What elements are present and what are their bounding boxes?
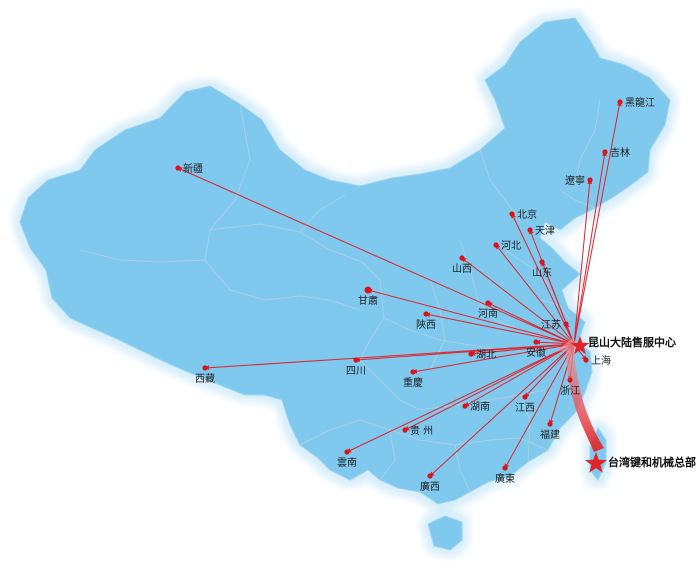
city-dot-xizang <box>202 365 208 371</box>
city-dot-jilin <box>602 149 608 155</box>
city-label-sichuan: 四川 <box>346 366 366 377</box>
hq-label: 台湾键和机械总部 <box>608 455 696 469</box>
route-chongqing <box>412 343 575 374</box>
city-label-guangxi: 廣西 <box>420 480 440 493</box>
city-dot-jiangxi <box>522 394 528 400</box>
route-guizhou <box>404 343 575 431</box>
city-dot-beijing <box>509 211 515 217</box>
city-label-zhejiang: 浙江 <box>560 385 580 397</box>
city-dot-henan <box>485 300 491 306</box>
city-label-jilin: 吉林 <box>610 146 630 159</box>
route-guangxi <box>429 343 575 477</box>
city-dot-chongqing <box>410 369 416 375</box>
route-yunnan <box>346 343 575 453</box>
city-dot-sichuan <box>353 357 359 363</box>
route-hebei <box>495 244 575 345</box>
route-xinjiang <box>177 167 575 345</box>
city-dot-yunnan <box>344 449 350 455</box>
city-label-shandong: 山东 <box>532 266 552 279</box>
city-label-chongqing: 重慶 <box>403 376 423 389</box>
city-label-hunan: 湖南 <box>470 400 490 413</box>
route-jiangxi <box>524 343 575 398</box>
city-dot-shanxi <box>459 255 465 261</box>
city-label-jiangsu: 江苏 <box>541 318 561 331</box>
hub-star-icon <box>570 336 590 355</box>
city-label-xizang: 西藏 <box>195 373 215 385</box>
city-dot-hunan <box>462 403 468 409</box>
city-label-gansu: 甘肅 <box>358 294 378 307</box>
route-shaanxi <box>425 312 575 345</box>
route-jilin <box>573 151 607 345</box>
city-label-shanghai: 上海 <box>591 354 611 367</box>
city-label-guizhou: 贵 州 <box>410 424 433 437</box>
route-heilongjiang <box>573 101 622 345</box>
route-hunan <box>464 343 575 407</box>
city-label-shaanxi: 陝西 <box>416 319 436 331</box>
city-label-yunnan: 雲南 <box>337 456 357 469</box>
city-dot-gansu <box>364 286 372 294</box>
city-dot-shanghai <box>583 357 589 363</box>
city-dot-heilongjiang <box>617 99 623 105</box>
route-gansu <box>367 288 575 345</box>
city-label-guangdong: 廣東 <box>495 472 515 485</box>
china-landmass <box>19 17 671 551</box>
city-dot-fujian <box>547 421 553 427</box>
city-dot-shaanxi <box>423 311 429 317</box>
route-beijing <box>511 213 575 345</box>
city-label-heilongjiang: 黑龍江 <box>625 96 655 109</box>
city-label-liaoning: 遼寧 <box>565 174 585 187</box>
city-label-fujian: 福建 <box>540 428 560 441</box>
city-dot-shandong <box>539 259 545 265</box>
city-label-hebei: 河北 <box>501 240 521 252</box>
route-arrows <box>177 101 622 477</box>
city-label-hubei: 湖北 <box>476 349 496 361</box>
route-henan <box>487 302 575 345</box>
city-dot-tianjin <box>527 227 533 233</box>
city-label-henan: 河南 <box>478 307 498 320</box>
city-dot-hubei <box>468 351 474 357</box>
city-label-anhui: 安徽 <box>526 346 546 359</box>
city-dot-guangdong <box>502 465 508 471</box>
route-liaoning <box>573 179 593 345</box>
city-label-tianjin: 天津 <box>535 225 555 237</box>
city-label-jiangxi: 江西 <box>515 402 535 414</box>
city-dot-guizhou <box>402 427 408 433</box>
route-xizang <box>204 343 575 371</box>
hq-star-icon <box>585 452 607 473</box>
route-shanxi <box>461 257 575 345</box>
hq-arrow <box>556 338 604 452</box>
hub-label: 昆山大陆售服中心 <box>588 335 676 349</box>
city-dot-liaoning <box>587 177 593 183</box>
city-dot-hebei <box>493 242 499 248</box>
city-dot-anhui <box>533 339 539 345</box>
hq-to-hub-arrow <box>556 338 604 452</box>
city-dot-xinjiang <box>175 165 181 171</box>
city-label-xinjiang: 新疆 <box>183 162 203 175</box>
city-label-beijing: 北京 <box>517 208 537 221</box>
city-dot-jiangsu <box>563 321 569 327</box>
city-dot-zhejiang <box>567 377 573 383</box>
route-guangdong <box>504 343 575 469</box>
city-dot-guangxi <box>427 473 433 479</box>
city-label-shanxi: 山西 <box>452 263 472 275</box>
